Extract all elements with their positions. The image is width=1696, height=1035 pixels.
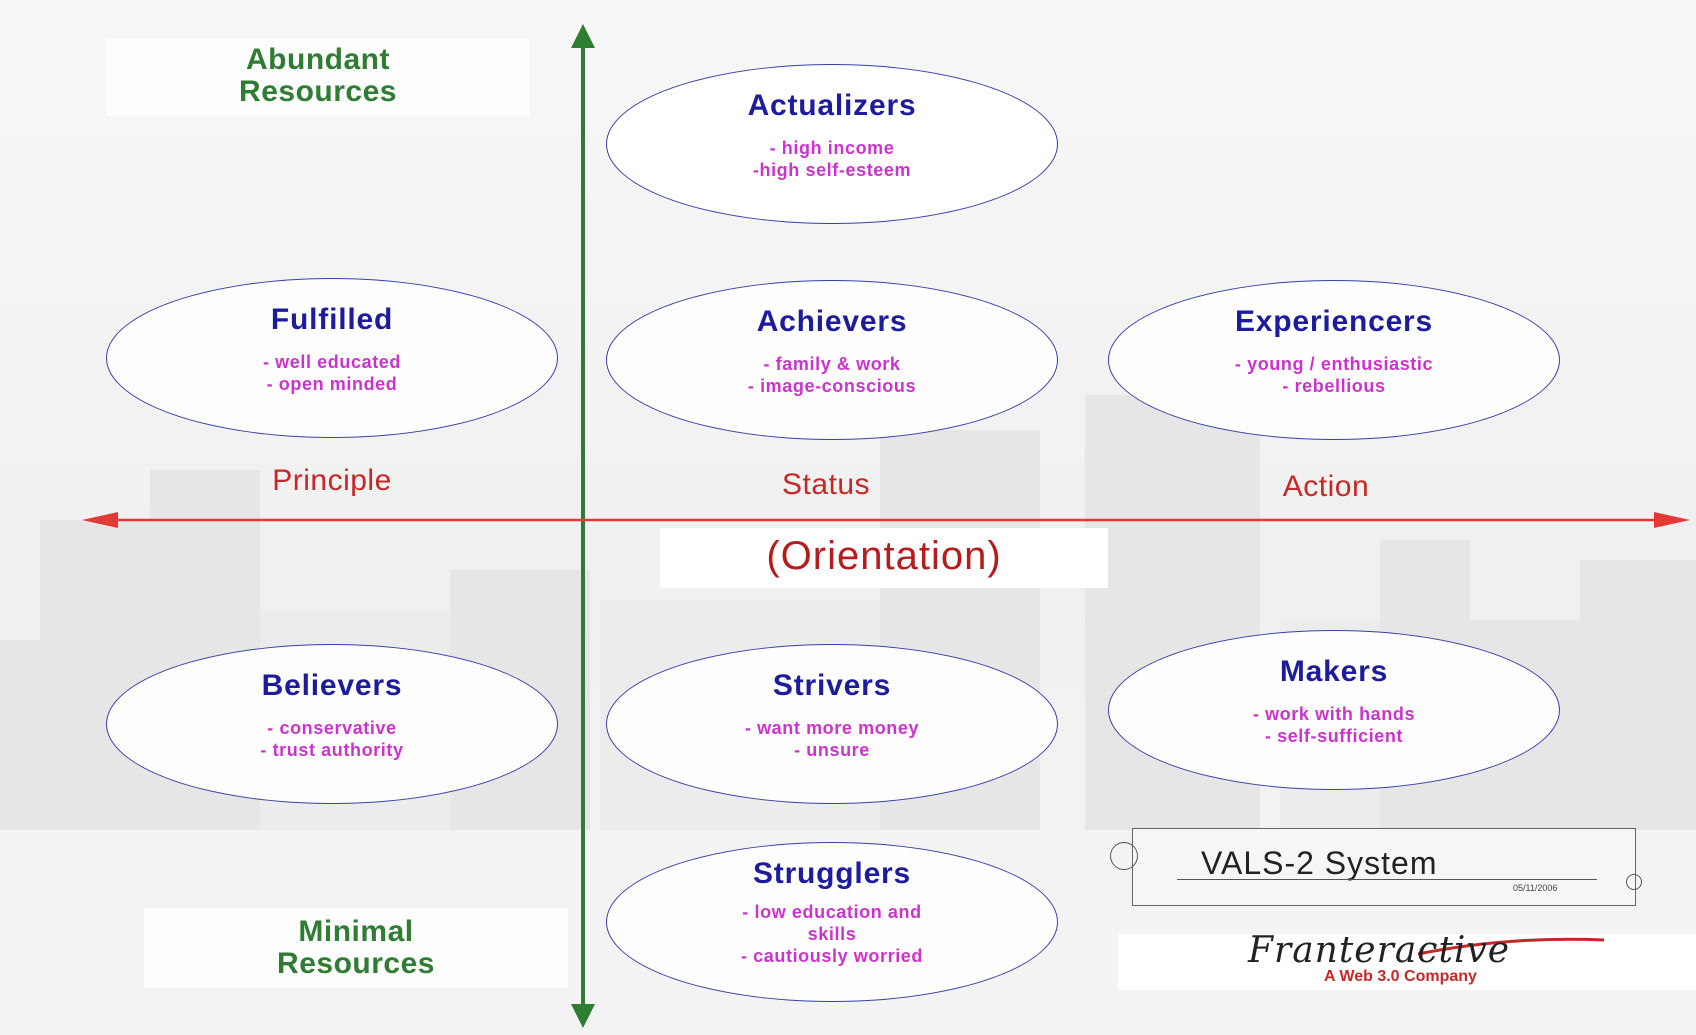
segment-trait: - cautiously worried bbox=[740, 946, 924, 966]
vals-system-box: VALS-2 System 05/11/2006 bbox=[1132, 828, 1636, 906]
segment-trait: - high income bbox=[769, 138, 895, 158]
ring-left-icon bbox=[1110, 842, 1138, 870]
segment-trait: - work with hands bbox=[1252, 704, 1416, 724]
segment-title: Achievers bbox=[756, 305, 908, 338]
orientation-axis-arrow-left bbox=[82, 512, 118, 528]
segment-title: Actualizers bbox=[747, 89, 917, 122]
segment-experiencers: Experiencers - young / enthusiastic - re… bbox=[1108, 280, 1560, 440]
orientation-axis-arrow-right bbox=[1654, 512, 1690, 528]
segment-title: Strivers bbox=[772, 669, 892, 702]
status-label: Status bbox=[781, 468, 871, 501]
segment-strivers: Strivers - want more money - unsure bbox=[606, 644, 1058, 804]
segment-achievers: Achievers - family & work - image-consci… bbox=[606, 280, 1058, 440]
segment-trait: - image-conscious bbox=[747, 376, 917, 396]
brand-block: Franteractive A Web 3.0 Company bbox=[1118, 930, 1696, 990]
segment-title: Fulfilled bbox=[270, 303, 394, 336]
segment-trait: - open minded bbox=[266, 374, 398, 394]
segment-believers: Believers - conservative - trust authori… bbox=[106, 644, 558, 804]
segment-trait: - unsure bbox=[794, 740, 870, 760]
abundant-resources-label: Abundant Resources bbox=[106, 38, 530, 116]
resource-axis-arrow-bottom bbox=[571, 1004, 595, 1028]
principle-label: Principle bbox=[272, 464, 392, 497]
minimal-resources-label: Minimal Resources bbox=[144, 908, 568, 988]
segment-trait: -high self-esteem bbox=[752, 160, 912, 180]
resource-axis-arrow-top bbox=[571, 24, 595, 48]
segment-title: Strugglers bbox=[752, 857, 912, 890]
segment-fulfilled: Fulfilled - well educated - open minded bbox=[106, 278, 558, 438]
segment-title: Believers bbox=[261, 669, 403, 702]
segment-title: Makers bbox=[1279, 655, 1389, 688]
segment-trait: - well educated bbox=[262, 352, 402, 372]
minimal-line1: Minimal bbox=[298, 915, 414, 948]
orientation-text: (Orientation) bbox=[766, 534, 1002, 578]
brand-logo: Franteractive bbox=[1248, 930, 1511, 971]
orientation-label: (Orientation) bbox=[660, 528, 1108, 588]
segment-trait: - conservative bbox=[267, 718, 397, 738]
ring-right-icon bbox=[1626, 874, 1642, 890]
segment-title: Experiencers bbox=[1234, 305, 1434, 338]
brand-tagline: A Web 3.0 Company bbox=[1324, 968, 1477, 985]
vals-underline bbox=[1177, 879, 1597, 880]
segment-trait: - rebellious bbox=[1282, 376, 1386, 396]
segment-trait: - self-sufficient bbox=[1264, 726, 1404, 746]
segment-strugglers: Strugglers - low education and skills - … bbox=[606, 842, 1058, 1002]
segment-trait: - family & work bbox=[763, 354, 901, 374]
segment-makers: Makers - work with hands - self-sufficie… bbox=[1108, 630, 1560, 790]
minimal-line2: Resources bbox=[277, 947, 435, 980]
abundant-line1: Abundant bbox=[246, 43, 390, 76]
segment-trait: skills bbox=[807, 924, 857, 944]
vals-title: VALS-2 System bbox=[1201, 845, 1438, 881]
vals-date: 05/11/2006 bbox=[1513, 883, 1558, 893]
segment-trait: - low education and bbox=[742, 902, 922, 922]
segment-trait: - want more money bbox=[744, 718, 920, 738]
swoosh-icon bbox=[1417, 937, 1605, 956]
action-label: Action bbox=[1282, 470, 1370, 503]
segment-trait: - trust authority bbox=[260, 740, 404, 760]
segment-actualizers: Actualizers - high income -high self-est… bbox=[606, 64, 1058, 224]
segment-trait: - young / enthusiastic bbox=[1234, 354, 1434, 374]
abundant-line2: Resources bbox=[239, 75, 397, 108]
